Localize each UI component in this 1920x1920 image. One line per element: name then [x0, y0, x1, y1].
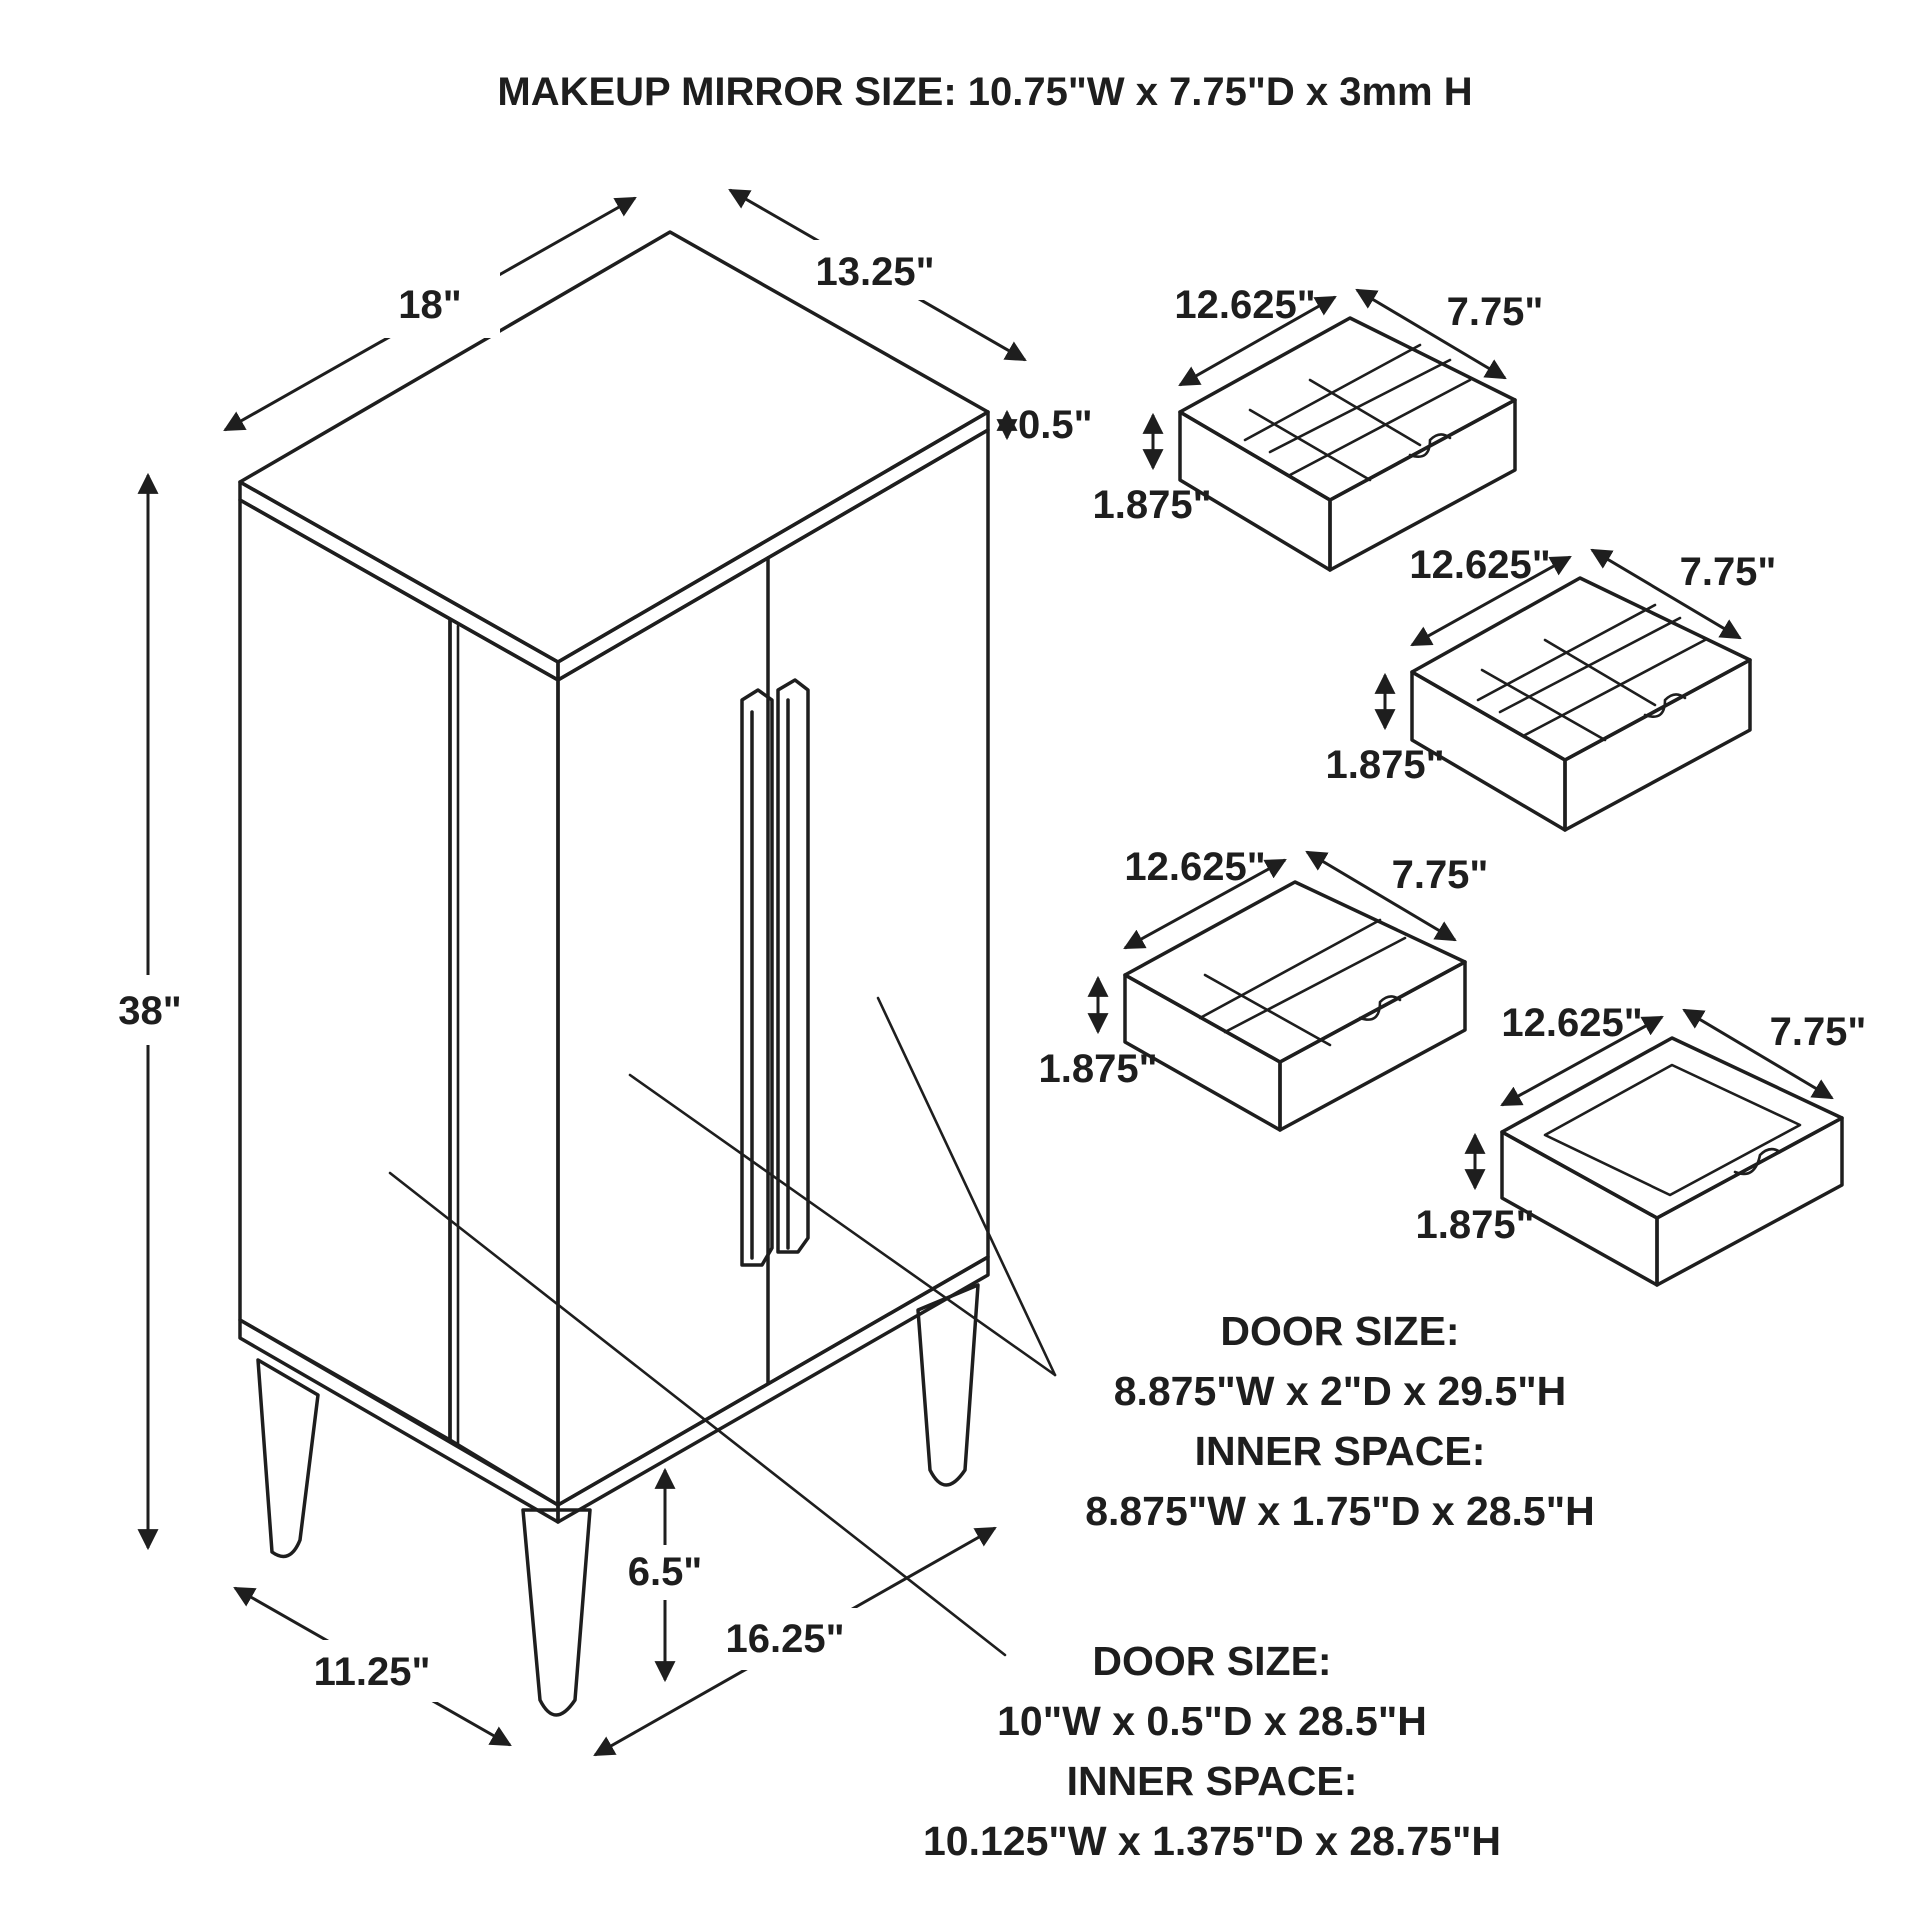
drawer-1-depth: 7.75"	[1447, 290, 1544, 334]
page-title: MAKEUP MIRROR SIZE: 10.75"W x 7.75"D x 3…	[497, 70, 1472, 114]
drawer-2-width: 12.625"	[1409, 543, 1550, 587]
leg-height-label: 6.5"	[628, 1550, 703, 1594]
right-door-spec: DOOR SIZE: 8.875"W x 2"D x 29.5"H INNER …	[1085, 1308, 1595, 1534]
leg-back-left	[256, 1358, 320, 1559]
right-handle	[776, 678, 810, 1254]
left-door-size: 10"W x 0.5"D x 28.5"H	[997, 1698, 1427, 1744]
drawer-1-width: 12.625"	[1174, 283, 1315, 327]
base-depth-label: 11.25"	[314, 1650, 431, 1694]
right-door-size: 8.875"W x 2"D x 29.5"H	[1114, 1368, 1567, 1414]
drawer-4-height: 1.875"	[1415, 1203, 1534, 1247]
cabinet-left-side	[238, 498, 452, 1442]
cabinet-width-label: 18"	[398, 283, 461, 327]
left-door-inner-heading: INNER SPACE:	[1067, 1758, 1358, 1804]
drawer-4-width: 12.625"	[1501, 1001, 1642, 1045]
drawer-3	[1123, 880, 1467, 1132]
drawer-3-height: 1.875"	[1038, 1047, 1157, 1091]
left-handle	[740, 688, 774, 1267]
drawer-2-height: 1.875"	[1325, 743, 1444, 787]
drawer-1-height: 1.875"	[1092, 483, 1211, 527]
left-door	[448, 617, 560, 1507]
drawer-3-depth: 7.75"	[1392, 853, 1489, 897]
left-door-inner: 10.125"W x 1.375"D x 28.75"H	[923, 1818, 1501, 1864]
right-door-inner: 8.875"W x 1.75"D x 28.5"H	[1085, 1488, 1595, 1534]
left-door-heading: DOOR SIZE:	[1092, 1638, 1331, 1684]
left-door-spec: DOOR SIZE: 10"W x 0.5"D x 28.5"H INNER S…	[923, 1638, 1501, 1864]
drawer-2-depth: 7.75"	[1680, 550, 1777, 594]
leg-front	[521, 1508, 592, 1717]
right-door-inner-heading: INNER SPACE:	[1195, 1428, 1486, 1474]
cabinet-height-label: 38"	[118, 989, 181, 1033]
top-thickness-label: 0.5"	[1018, 403, 1093, 447]
right-door-leader-1	[628, 1073, 1057, 1377]
base-width-label: 16.25"	[725, 1617, 844, 1661]
cabinet-depth-label: 13.25"	[815, 250, 934, 294]
drawer-4-depth: 7.75"	[1770, 1010, 1867, 1054]
cabinet-drawing	[238, 230, 1057, 1717]
drawer-3-width: 12.625"	[1124, 845, 1265, 889]
cabinet-top-edge	[238, 480, 560, 682]
leg-back-right	[916, 1283, 980, 1487]
right-door-leader-2	[876, 996, 1057, 1377]
right-door-heading: DOOR SIZE:	[1220, 1308, 1459, 1354]
